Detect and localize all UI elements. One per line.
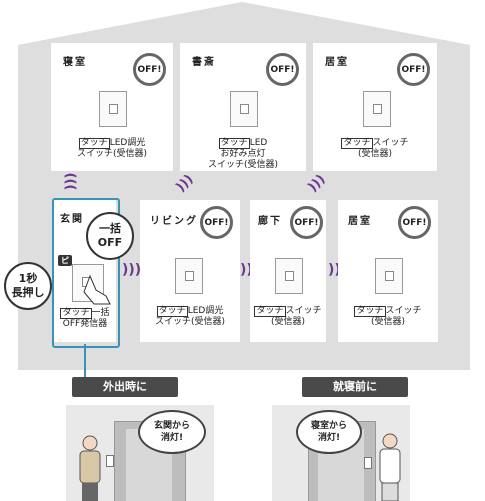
callout-line: 一括: [99, 222, 121, 235]
beep-label: ピ: [58, 255, 72, 266]
receiver-switch: [230, 91, 258, 127]
person-illustration: [79, 435, 101, 501]
long-press-callout: 1秒 長押し: [4, 262, 52, 310]
genkan-highlight-frame: [52, 198, 120, 348]
receiver-switch: [375, 258, 403, 294]
callout-line: OFF: [97, 236, 123, 249]
off-badge: OFF!: [266, 53, 299, 86]
caption-line: (受信器): [370, 317, 406, 327]
switch-caption: タッチスイッチ (受信器): [250, 306, 326, 328]
caption-line: スイッチ: [385, 306, 422, 316]
caption-line: スイッチ(受信器): [76, 149, 148, 159]
off-badge: OFF!: [133, 53, 166, 86]
receiver-switch: [175, 258, 203, 294]
touch-tag: タッチ: [341, 138, 373, 149]
off-badge: OFF!: [290, 206, 323, 239]
scene-label-going-out: 外出時に: [72, 377, 178, 397]
room-name: 居室: [325, 57, 349, 68]
touch-tag: タッチ: [354, 306, 386, 317]
callout-line: 1秒: [18, 272, 38, 285]
caption-line: LED調光: [109, 138, 146, 148]
speech-bubble-bedtime: 寝室から 消灯!: [296, 410, 362, 454]
caption-line: OFF発信器: [62, 319, 108, 329]
room-kyoshitsu-bottom: 居室 OFF! タッチスイッチ (受信器): [338, 200, 438, 342]
wall-switch-illustration: [364, 457, 372, 469]
switch-caption: タッチ一括 OFF発信器: [52, 308, 118, 330]
switch-caption: タッチスイッチ (受信器): [323, 138, 427, 160]
room-name: 寝室: [63, 57, 87, 68]
callout-line: 長押し: [11, 286, 45, 299]
room-name: 居室: [348, 216, 372, 227]
caption-line: (受信器): [270, 317, 306, 327]
hand-icon: [83, 274, 111, 305]
caption-line: スイッチ(受信器): [207, 160, 279, 170]
receiver-switch: [275, 258, 303, 294]
touch-tag: タッチ: [254, 306, 286, 317]
connector-line: [84, 344, 86, 378]
caption-line: LED: [249, 138, 268, 148]
touch-tag: タッチ: [78, 138, 110, 149]
off-badge: OFF!: [200, 206, 233, 239]
speech-line: 玄関から: [153, 421, 190, 431]
caption-line: スイッチ: [372, 138, 409, 148]
speech-line: 寝室から: [310, 421, 347, 431]
wall-switch-illustration: [106, 455, 114, 467]
off-badge: OFF!: [397, 53, 430, 86]
signal-wave-icon: ))): [122, 262, 142, 278]
speech-line: 消灯!: [160, 433, 184, 443]
scene-label-bedtime: 就寝前に: [302, 377, 408, 397]
caption-line: (受信器): [357, 149, 393, 159]
signal-wave-icon: ))): [63, 172, 79, 191]
ikkatsu-off-callout: 一括 OFF: [86, 212, 134, 260]
receiver-switch: [99, 91, 127, 127]
caption-line: お好み点灯: [220, 149, 266, 159]
person-illustration: [379, 433, 401, 501]
switch-caption: タッチスイッチ (受信器): [338, 306, 438, 328]
speech-line: 消灯!: [317, 433, 341, 443]
caption-line: 一括: [91, 308, 110, 318]
room-name: 書斎: [192, 57, 216, 68]
off-badge: OFF!: [398, 206, 431, 239]
room-kyoshitsu-top: 居室 OFF! タッチスイッチ (受信器): [313, 43, 437, 171]
caption-line: スイッチ(受信器): [154, 317, 226, 327]
speech-bubble-going-out: 玄関から 消灯!: [138, 410, 206, 454]
caption-line: スイッチ: [285, 306, 322, 316]
touch-tag: タッチ: [156, 306, 188, 317]
room-name: リビング: [150, 216, 198, 227]
caption-line: LED調光: [187, 306, 224, 316]
receiver-switch: [363, 91, 391, 127]
touch-tag: タッチ: [218, 138, 250, 149]
room-name: 廊下: [258, 216, 282, 227]
room-rouka: 廊下 OFF! タッチスイッチ (受信器): [250, 200, 326, 342]
room-name: 玄関: [60, 214, 84, 225]
